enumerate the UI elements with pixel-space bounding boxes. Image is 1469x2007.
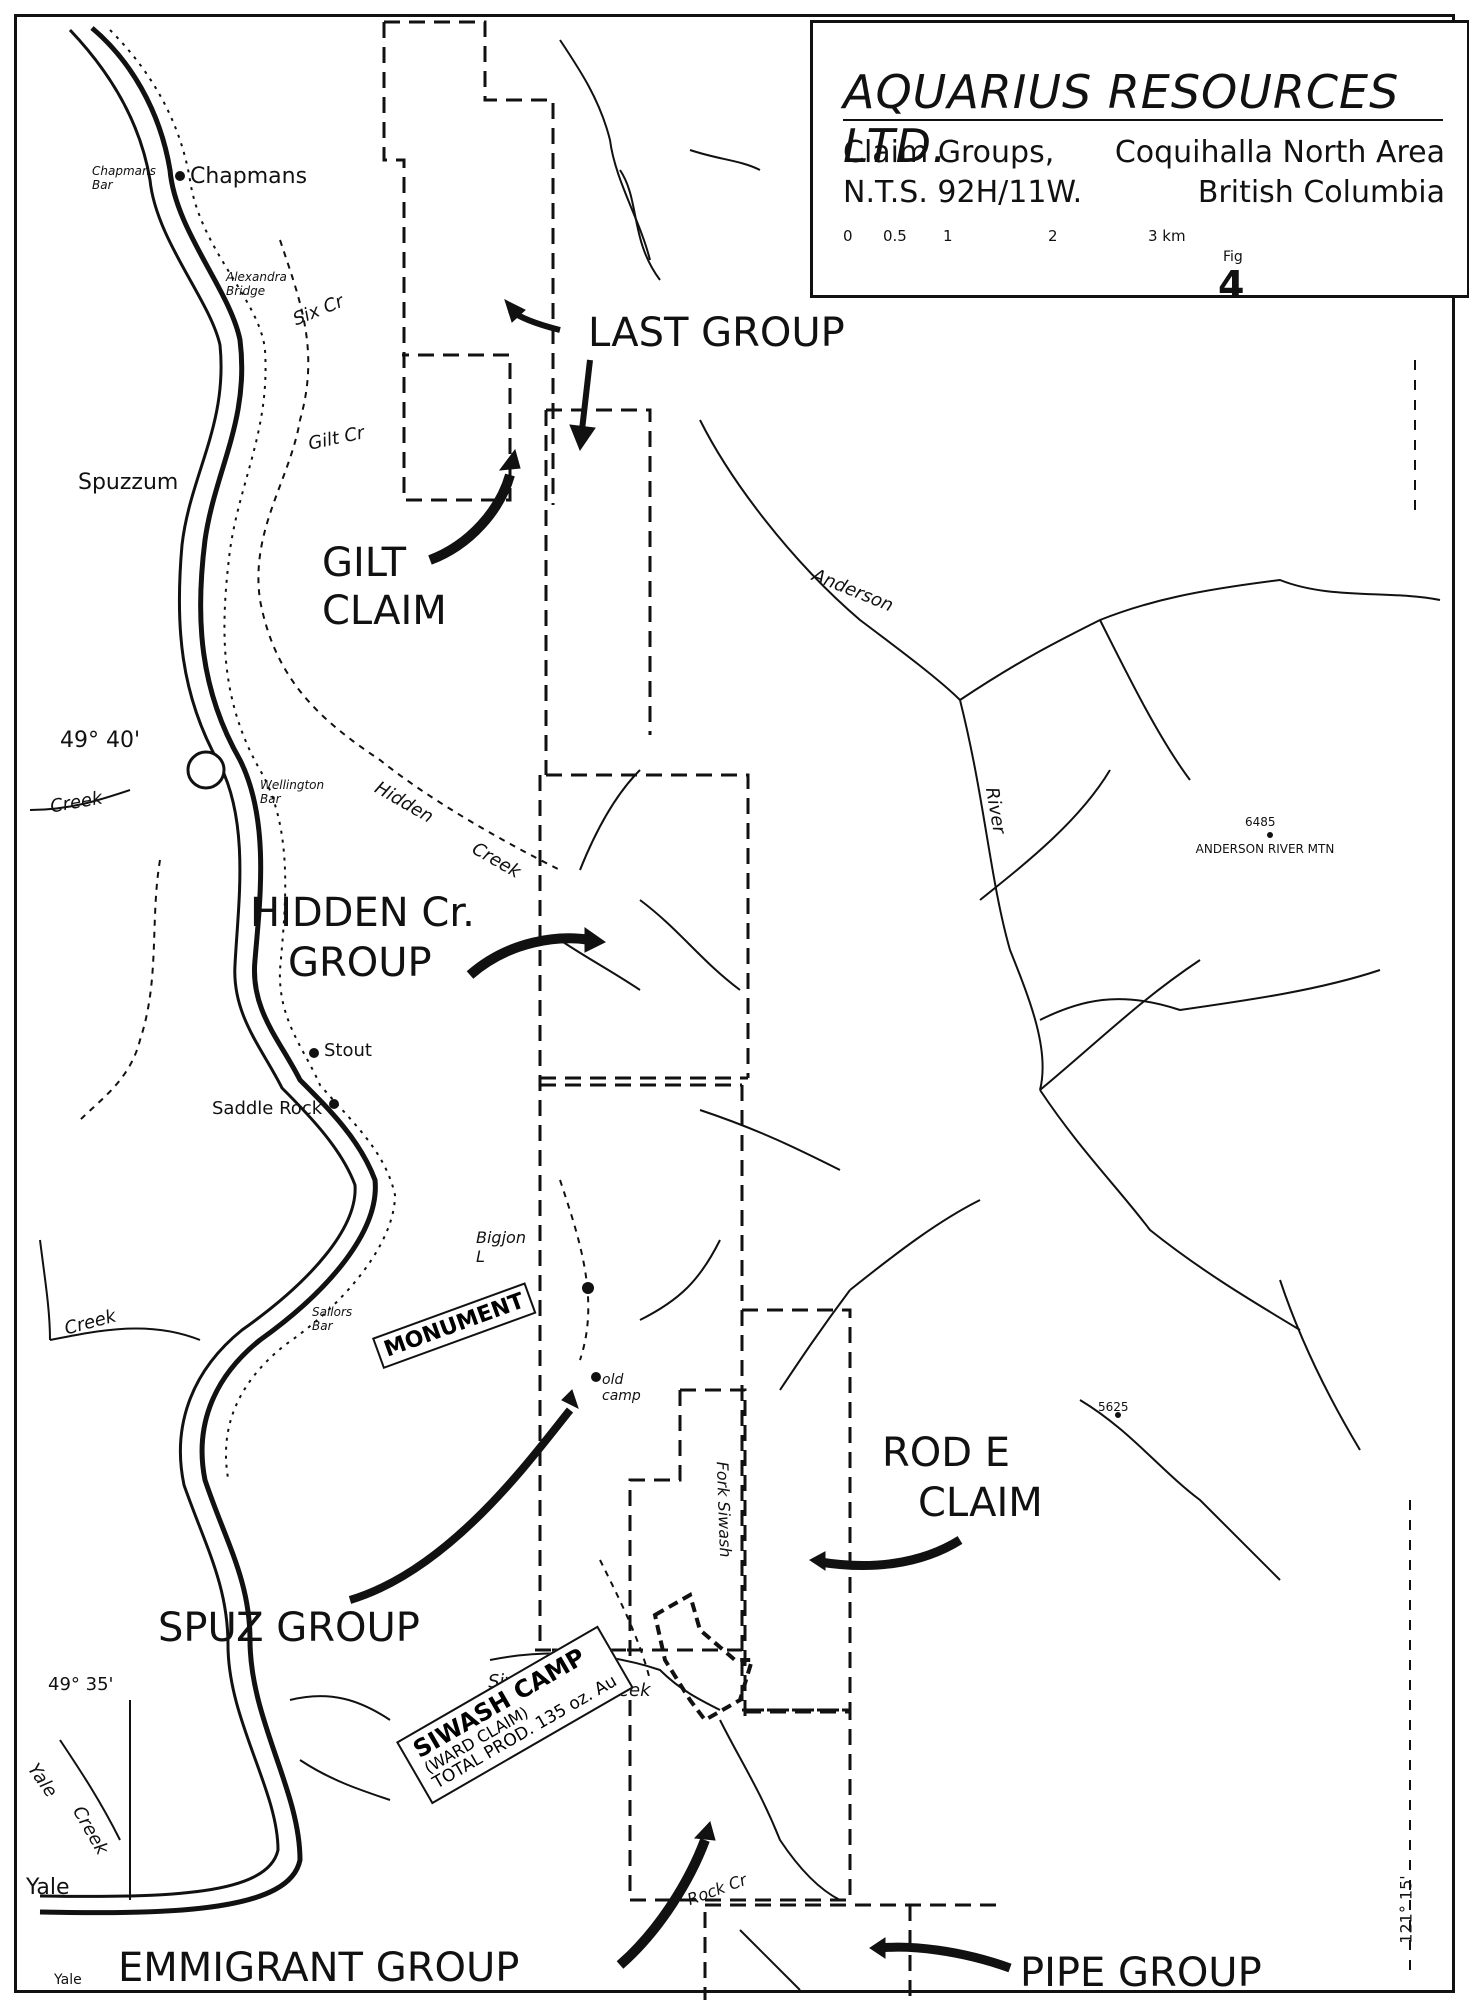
pointer-arrows	[348, 299, 1012, 1973]
label-gilt-1: GILT	[322, 540, 407, 586]
old-camp-marker	[591, 1372, 601, 1382]
siwash-ward-claim	[652, 1591, 755, 1723]
label-spuz-group: SPUZ GROUP	[158, 1605, 420, 1651]
map-title: AQUARIUS RESOURCES LTD.	[843, 65, 1400, 173]
title-underline	[843, 119, 1443, 121]
label-bigjon: Bigjon L	[476, 1228, 526, 1266]
scale-label-1: 1	[943, 227, 953, 245]
peak-marker-6485	[1267, 832, 1273, 838]
label-chapmans-bar: Chapmans Bar	[92, 164, 156, 192]
graticule-ticks	[1409, 360, 1416, 1980]
label-lat-4940: 49° 40'	[60, 728, 141, 753]
label-alexandra-bridge: Alexandra Bridge	[226, 270, 287, 298]
label-fork-siwash: Fork Siwash	[712, 1461, 736, 1558]
label-chapmans: Chapmans	[190, 164, 308, 189]
claim-boundaries	[382, 20, 1000, 2000]
subtitle-province: British Columbia	[1197, 175, 1445, 210]
label-rode-1: ROD E	[882, 1430, 1011, 1476]
streams	[29, 39, 1441, 1991]
subtitle-claim-groups: Claim Groups,	[843, 135, 1055, 170]
label-gilt-2: CLAIM	[322, 588, 447, 634]
label-yale: Yale	[26, 1875, 70, 1900]
chapmans-marker	[175, 171, 185, 181]
scale-label-05: 0.5	[883, 227, 907, 245]
label-pipe-group: PIPE GROUP	[1020, 1950, 1262, 1996]
title-block: AQUARIUS RESOURCES LTD. Claim Groups, Co…	[810, 20, 1469, 307]
subtitle-area: Coquihalla North Area	[1114, 135, 1445, 170]
label-rode-2: CLAIM	[918, 1480, 1043, 1526]
label-lon-12115: 121° 15'	[1396, 1875, 1416, 1944]
label-hidden-1: HIDDEN Cr.	[250, 890, 475, 936]
label-spuzzum: Spuzzum	[78, 470, 179, 495]
label-peak-5625: 5625	[1098, 1400, 1129, 1414]
label-wellington-bar: Wellington Bar	[260, 778, 325, 806]
label-saddle-rock: Saddle Rock	[212, 1098, 323, 1119]
figure-label: Fig	[1223, 249, 1243, 265]
map-frame	[14, 14, 1455, 1993]
label-emmigrant-group: EMMIGRANT GROUP	[118, 1945, 520, 1991]
scale-label-3km: 3 km	[1148, 227, 1186, 245]
label-sailors-bar: Sailors Bar	[312, 1305, 353, 1333]
peak-marker-5625	[1115, 1412, 1121, 1418]
label-anderson-river-mtn: ANDERSON RIVER MTN	[1195, 842, 1335, 856]
monument-marker	[582, 1282, 594, 1294]
subtitle-nts: N.T.S. 92H/11W.	[843, 175, 1083, 210]
highway-1-shield	[186, 750, 226, 790]
railway	[109, 29, 397, 1479]
label-lat-4935: 49° 35'	[48, 1674, 114, 1695]
label-peak-6485: 6485	[1245, 815, 1276, 829]
label-hidden-2: GROUP	[288, 940, 432, 986]
stout-marker	[309, 1048, 319, 1058]
figure-number: 4	[1218, 263, 1245, 307]
scale-label-0: 0	[843, 227, 853, 245]
label-last-group: LAST GROUP	[588, 310, 845, 356]
label-stout: Stout	[324, 1040, 372, 1061]
trails	[79, 239, 651, 1681]
scale-label-2: 2	[1048, 227, 1058, 245]
label-yale-small: Yale	[54, 1972, 82, 1988]
label-old-camp: old camp	[602, 1372, 641, 1404]
fraser-river	[39, 26, 378, 1916]
saddle-rock-marker	[329, 1099, 339, 1109]
